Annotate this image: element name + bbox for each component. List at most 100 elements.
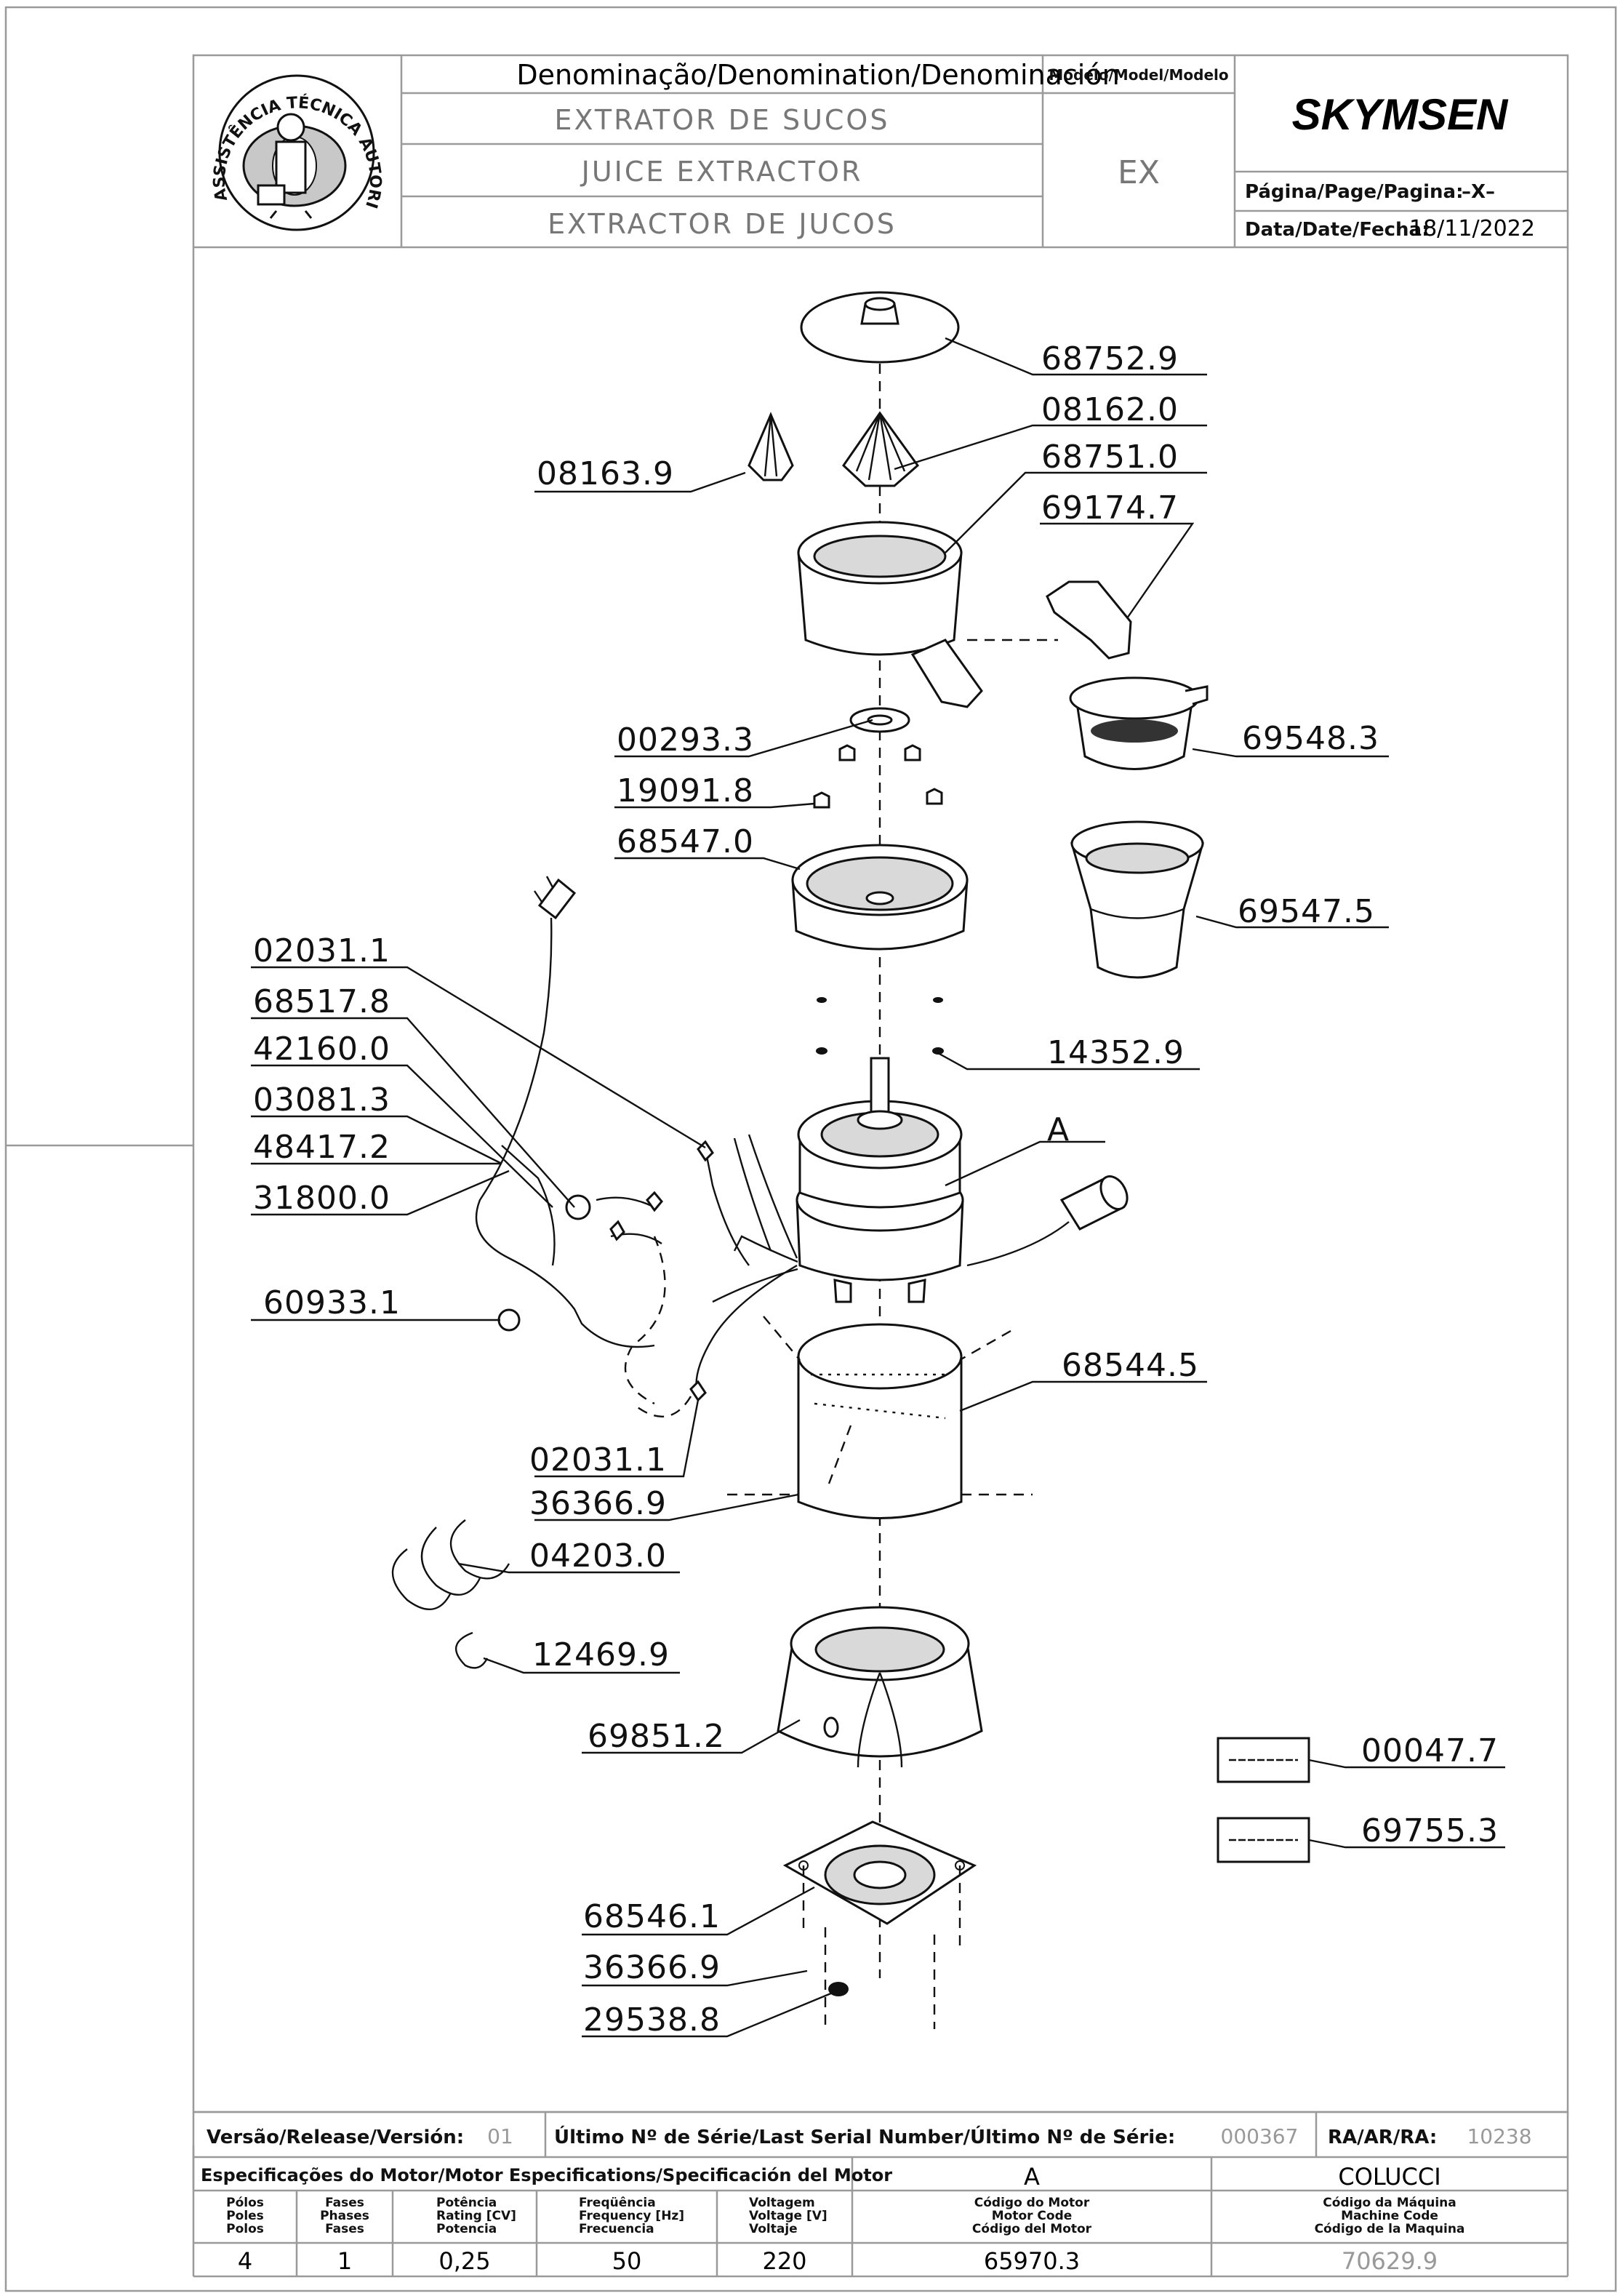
authorized-service-stamp: ASSISTÊNCIA TÉCNICA AUTORIZADA	[0, 0, 384, 231]
lid	[800, 291, 960, 364]
svg-text:Código de la Maquina: Código de la Maquina	[1315, 2222, 1465, 2236]
spec-column-headers: Pólos Poles Polos Fases Phases Fases Pot…	[226, 2196, 1464, 2236]
part-68751-0: 68751.0	[1041, 439, 1179, 476]
cone-small	[748, 412, 794, 481]
motor-code-value: 65970.3	[984, 2247, 1080, 2275]
svg-text:Fases: Fases	[325, 2222, 364, 2236]
screws	[813, 744, 943, 809]
svg-text:Freqüência: Freqüência	[579, 2196, 656, 2210]
rubber-grommets	[816, 997, 944, 1055]
svg-text:Motor Code: Motor Code	[992, 2209, 1073, 2223]
serial-label: Último Nº de Série/Last Serial Number/Úl…	[554, 2125, 1175, 2148]
part-42160-0: 42160.0	[253, 1031, 390, 1068]
title-block	[193, 55, 1568, 249]
svg-text:Phases: Phases	[320, 2209, 369, 2223]
svg-text:Fases: Fases	[325, 2196, 364, 2210]
part-14352-9: 14352.9	[1047, 1034, 1185, 1071]
frequency-value: 50	[612, 2247, 642, 2275]
voltage-value: 220	[762, 2247, 806, 2275]
spec-values: 4 1 0,25 50 220 65970.3 70629.9	[238, 2247, 1438, 2275]
svg-text:Código da Máquina: Código da Máquina	[1323, 2196, 1456, 2210]
cone-large	[842, 411, 920, 487]
part-69851-2: 69851.2	[588, 1718, 725, 1755]
part-03081-3: 03081.3	[253, 1081, 390, 1119]
washer	[849, 707, 910, 733]
product-name-es: EXTRACTOR DE JUCOS	[548, 208, 897, 240]
product-name-en: JUICE EXTRACTOR	[580, 156, 863, 188]
part-69174-7: 69174.7	[1041, 489, 1179, 527]
svg-text:Frequency [Hz]: Frequency [Hz]	[579, 2209, 684, 2223]
power-value: 0,25	[438, 2247, 490, 2275]
model-label: Modelo/Model/Modelo	[1049, 66, 1228, 84]
product-name-pt: EXTRATOR DE SUCOS	[555, 104, 890, 136]
motor-assembly	[712, 1057, 964, 1303]
page-value: –X–	[1462, 181, 1495, 203]
phases-value: 1	[337, 2247, 352, 2275]
svg-text:Voltagem: Voltagem	[749, 2196, 815, 2210]
part-68517-8: 68517.8	[253, 983, 390, 1020]
brand-logo: SKYMSEN	[1292, 90, 1509, 139]
part-29538-8: 29538.8	[583, 2001, 721, 2039]
capacitor	[966, 1175, 1129, 1267]
spec-table-frame	[192, 2111, 1569, 2278]
part-68544-5: 68544.5	[1062, 1347, 1199, 1384]
svg-text:Polos: Polos	[226, 2222, 264, 2236]
svg-text:Potencia: Potencia	[436, 2222, 497, 2236]
poles-value: 4	[238, 2247, 252, 2275]
part-19091-8: 19091.8	[617, 772, 754, 809]
machine-code-value: 70629.9	[1342, 2247, 1438, 2275]
part-04203-0: 04203.0	[529, 1537, 667, 1575]
part-08163-9: 08163.9	[537, 455, 674, 492]
part-12469-9: 12469.9	[532, 1636, 670, 1673]
motor-ref-a: A	[1047, 1111, 1070, 1148]
svg-text:Pólos: Pólos	[226, 2196, 264, 2210]
svg-text:Voltage [V]: Voltage [V]	[749, 2209, 827, 2223]
serial-value: 000367	[1221, 2124, 1299, 2148]
label-stickers	[1217, 1737, 1310, 1863]
ra-value: 10238	[1467, 2124, 1531, 2148]
date-label: Data/Date/Fecha:	[1245, 219, 1430, 241]
motor-cover-plate	[791, 844, 969, 951]
page-label: Página/Page/Pagina:	[1245, 181, 1464, 203]
bottom-plate	[782, 1820, 977, 2029]
part-69755-3: 69755.3	[1361, 1812, 1499, 1849]
part-08162-0: 08162.0	[1041, 391, 1179, 428]
motor-base	[777, 1606, 983, 1768]
outer-border	[4, 6, 1617, 2292]
motor-ref-value: A	[1024, 2163, 1040, 2191]
version-value: 01	[487, 2124, 513, 2148]
svg-text:Machine Code: Machine Code	[1341, 2209, 1438, 2223]
part-68547-0: 68547.0	[617, 823, 754, 860]
part-31800-0: 31800.0	[253, 1180, 390, 1217]
power-cord-wiring	[475, 876, 798, 1417]
collector-cup	[1070, 820, 1204, 979]
part-02031-1-b: 02031.1	[529, 1441, 667, 1479]
part-00047-7: 00047.7	[1361, 1732, 1499, 1769]
svg-text:Voltaje: Voltaje	[749, 2222, 798, 2236]
part-36366-9-a: 36366.9	[529, 1485, 667, 1522]
filter-sieve	[1069, 676, 1209, 770]
svg-text:Rating [CV]: Rating [CV]	[436, 2209, 516, 2223]
part-68546-1: 68546.1	[583, 1898, 721, 1935]
motor-housing-cylinder	[727, 1316, 1033, 1519]
manufacturer: COLUCCI	[1338, 2163, 1440, 2191]
model-value: EX	[1118, 154, 1160, 191]
version-label: Versão/Release/Versión:	[207, 2127, 464, 2148]
spout	[967, 580, 1132, 660]
svg-text:Código do Motor: Código do Motor	[974, 2196, 1090, 2210]
part-69547-5: 69547.5	[1238, 893, 1375, 930]
denomination-label: Denominação/Denomination/Denominación	[516, 59, 1119, 91]
wire-clips	[391, 1519, 510, 1669]
ra-label: RA/AR/RA:	[1328, 2127, 1437, 2148]
leader-lines	[251, 337, 1505, 2038]
part-68752-9: 68752.9	[1041, 340, 1179, 377]
juice-bowl	[797, 521, 983, 708]
part-02031-1-a: 02031.1	[253, 932, 390, 969]
part-00293-3: 00293.3	[617, 721, 754, 759]
svg-text:Frecuencia: Frecuencia	[579, 2222, 654, 2236]
svg-text:Poles: Poles	[226, 2209, 264, 2223]
part-48417-2: 48417.2	[253, 1129, 390, 1166]
svg-text:Código del Motor: Código del Motor	[972, 2222, 1092, 2236]
date-value: 18/11/2022	[1409, 216, 1535, 241]
